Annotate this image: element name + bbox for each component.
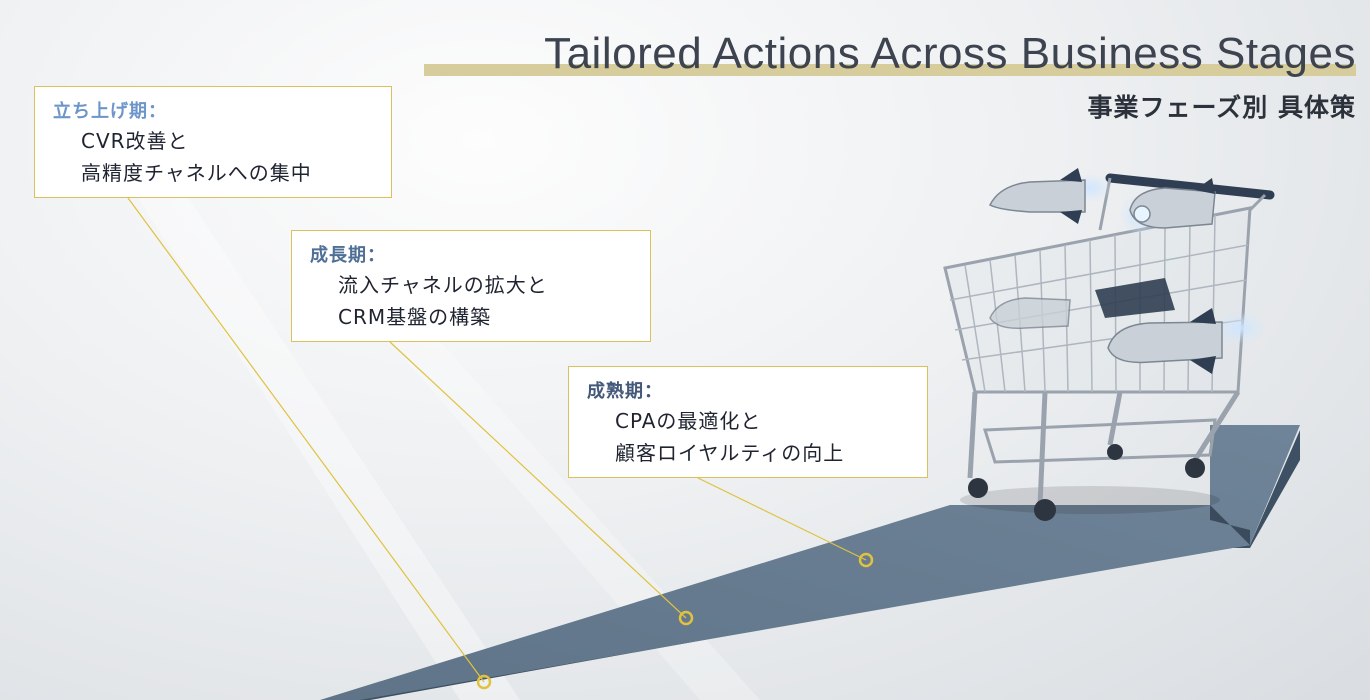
rocket-icon	[989, 297, 1071, 330]
cart-wheel	[1034, 499, 1056, 521]
arrow-front-edge	[1210, 505, 1250, 545]
stage-box-mature: 成熟期： CPAの最適化と 顧客ロイヤルティの向上	[568, 366, 928, 478]
stage-text-line: 流入チャネルの拡大と	[338, 273, 548, 297]
cart-wheel	[968, 478, 988, 498]
rocket-icon	[988, 168, 1112, 224]
stage-text-line: CVR改善と	[81, 129, 189, 153]
stage-text-line: 高精度チャネルへの集中	[81, 161, 312, 185]
stage-label-mature: 成熟期：	[587, 381, 663, 402]
connector-lines	[127, 197, 867, 683]
growth-arrow	[320, 425, 1300, 700]
rocket-icon	[1107, 308, 1266, 374]
stage-box-growth: 成長期： 流入チャネルの拡大と CRM基盤の構築	[291, 230, 651, 342]
cart-wheel	[1185, 458, 1205, 478]
stage-label-growth: 成長期：	[310, 245, 386, 266]
cart-shadow	[960, 486, 1220, 514]
page-subtitle: 事業フェーズ別 具体策	[1087, 93, 1356, 122]
connector-mature	[697, 477, 867, 561]
title-underline	[424, 64, 1356, 76]
arrow-top-face	[320, 425, 1300, 700]
connector-growth	[389, 341, 687, 619]
cart-handle	[1105, 173, 1275, 200]
title-block: Tailored Actions Across Business Stages …	[424, 28, 1356, 124]
stage-text-line: 顧客ロイヤルティの向上	[615, 441, 845, 465]
light-streak	[120, 170, 520, 700]
endpoint-mature	[858, 552, 874, 568]
cart-wheel	[1107, 444, 1123, 460]
cart-item	[1095, 278, 1175, 318]
stage-label-launch: 立ち上げ期：	[53, 101, 167, 122]
connector-launch	[127, 197, 485, 683]
connector-endpoints	[476, 552, 874, 690]
stage-text-line: CPAの最適化と	[615, 409, 762, 433]
endpoint-launch	[476, 674, 492, 690]
endpoint-growth	[678, 610, 694, 626]
rocket-icon	[1120, 178, 1216, 235]
stage-box-launch: 立ち上げ期： CVR改善と 高精度チャネルへの集中	[34, 86, 392, 198]
cart-lower-tray	[982, 418, 1217, 464]
page-title: Tailored Actions Across Business Stages	[544, 29, 1356, 78]
stage-text-line: CRM基盤の構築	[338, 305, 492, 329]
